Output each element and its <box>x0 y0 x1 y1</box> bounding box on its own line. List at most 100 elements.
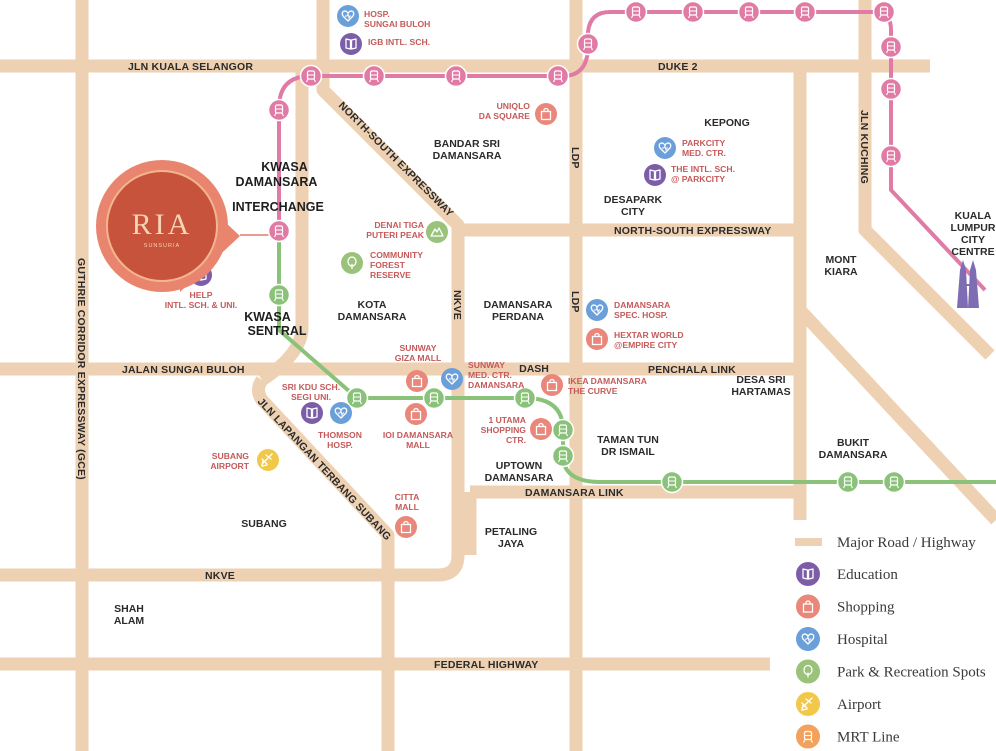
mrt-station[interactable] <box>836 470 860 494</box>
legend-item-park: Park & Recreation Spots <box>796 659 986 684</box>
mrt-station[interactable] <box>737 0 761 24</box>
mrt-station[interactable] <box>793 0 817 24</box>
mrt-station[interactable] <box>624 0 648 24</box>
plane-icon <box>257 449 279 471</box>
ria-logo-text: RIA <box>132 208 193 241</box>
twin-towers-icon <box>957 260 979 308</box>
shopping-bag-icon <box>586 328 608 350</box>
legend-label-park: Park & Recreation Spots <box>837 665 986 681</box>
road-jln-kuching <box>858 0 995 360</box>
label-jln-kuala-selangor: JLN KUALA SELANGOR <box>128 61 253 73</box>
book-icon <box>340 33 362 55</box>
label-ldp-lower: LDP <box>569 291 581 313</box>
label-guthrie: GUTHRIE CORRIDOR EXPRESSWAY (GCE) <box>75 258 87 480</box>
mrt-station[interactable] <box>551 444 575 468</box>
mrt-station[interactable] <box>513 386 537 410</box>
poi-label-intl-sch-parkcity: THE INTL. SCH.@ PARKCITY <box>671 164 735 184</box>
mrt-station[interactable] <box>576 32 600 56</box>
poi-sri-kdu[interactable]: SRI KDU SCH.SEGI UNI. <box>282 382 340 424</box>
label-nkve-h: NKVE <box>205 570 235 582</box>
poi-hosp-sungai-buloh[interactable]: HOSP.SUNGAI BULOH <box>337 5 430 29</box>
label-north-south-h: NORTH-SOUTH EXPRESSWAY <box>614 225 771 237</box>
mrt-station[interactable] <box>267 283 291 307</box>
heart-icon <box>586 299 608 321</box>
road-jln-lapangan <box>252 376 395 751</box>
legend-label-hospital: Hospital <box>837 632 888 648</box>
poi-intl-sch-parkcity[interactable]: THE INTL. SCH.@ PARKCITY <box>644 164 735 186</box>
mrt-station[interactable] <box>422 386 446 410</box>
area-subang: SUBANG <box>241 518 287 530</box>
mrt-station[interactable] <box>546 64 570 88</box>
label-ldp-upper: LDP <box>569 147 581 169</box>
road-north-south-diag <box>0 66 465 582</box>
mrt-station[interactable] <box>872 0 896 24</box>
mrt-station[interactable] <box>362 64 386 88</box>
mrt-station[interactable] <box>879 35 903 59</box>
mrt-stations <box>267 0 906 494</box>
mrt-station[interactable] <box>879 144 903 168</box>
legend-label-airport: Airport <box>837 697 882 713</box>
label-duke2: DUKE 2 <box>658 61 698 73</box>
mrt-station[interactable] <box>551 418 575 442</box>
mrt-station[interactable] <box>345 386 369 410</box>
shopping-bag-icon <box>405 403 427 425</box>
mrt-station[interactable] <box>681 0 705 24</box>
legend-road-label: Major Road / Highway <box>837 535 976 551</box>
mrt-station[interactable] <box>879 77 903 101</box>
shopping-bag-icon <box>406 370 428 392</box>
mrt-station[interactable] <box>444 64 468 88</box>
poi-hextar-world[interactable]: HEXTAR WORLD@EMPIRE CITY <box>586 328 684 350</box>
heart-icon <box>337 5 359 27</box>
shopping-bag-icon <box>796 594 820 619</box>
mrt-station[interactable] <box>267 98 291 122</box>
area-dash: DASH <box>519 363 549 375</box>
mrt-station[interactable] <box>267 219 291 243</box>
mrt-station[interactable] <box>882 470 906 494</box>
legend-label-education: Education <box>837 567 898 583</box>
legend-road-swatch <box>795 538 822 546</box>
road-penchala-diag <box>795 305 996 525</box>
mrt-station[interactable] <box>660 470 684 494</box>
ria-marker[interactable]: RIA SUNSURIA <box>96 160 240 292</box>
ria-logo-sub: SUNSURIA <box>144 243 180 249</box>
poi-igb-intl-sch[interactable]: IGB INTL. SCH. <box>340 33 430 55</box>
legend-item-education: Education <box>796 562 898 586</box>
mrt-station[interactable] <box>299 64 323 88</box>
legend: Major Road / Highway EducationShoppingHo… <box>795 535 986 749</box>
shopping-bag-icon <box>530 418 552 440</box>
label-jalan-sungai-buloh: JALAN SUNGAI BULOH <box>122 364 245 376</box>
label-federal-highway: FEDERAL HIGHWAY <box>434 659 539 671</box>
train-icon <box>796 724 820 749</box>
